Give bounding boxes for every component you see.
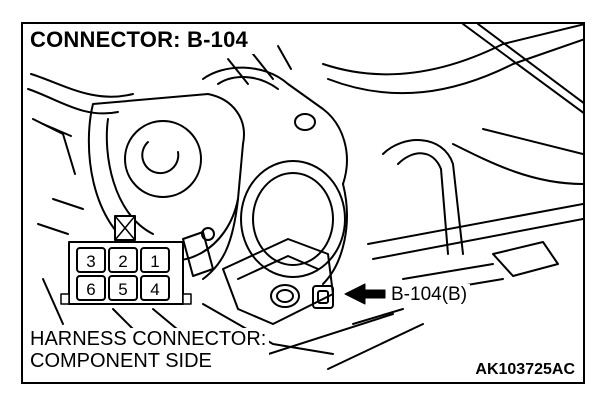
sensor-connector [182, 227, 334, 325]
harness-caption-line-2: COMPONENT SIDE [30, 350, 212, 372]
engine-illustration: 3 2 1 6 5 4 [27, 24, 583, 370]
connector-callout-label: B-104(B) [388, 284, 471, 306]
pin-label-1: 1 [150, 252, 159, 271]
pin-label-6: 6 [86, 280, 95, 299]
callout-arrow [344, 283, 386, 305]
pin-label-3: 3 [86, 252, 95, 271]
throttle-body [87, 45, 348, 285]
connector-face-diagram: 3 2 1 6 5 4 [60, 215, 192, 305]
harness-connector-caption: HARNESS CONNECTOR: COMPONENT SIDE [30, 328, 270, 372]
pin-label-5: 5 [118, 280, 127, 299]
page-title: CONNECTOR: B-104 [28, 26, 254, 54]
harness-caption-line-1: HARNESS CONNECTOR: [30, 328, 267, 350]
diagram-frame: 3 2 1 6 5 4 CONNECTOR: B-104 B-104(B) HA… [21, 22, 585, 384]
figure-code: AK103725AC [473, 361, 577, 379]
hose-lines [27, 73, 134, 235]
pin-label-2: 2 [118, 252, 127, 271]
intake-pipes [322, 24, 583, 295]
pin-label-4: 4 [150, 280, 159, 299]
